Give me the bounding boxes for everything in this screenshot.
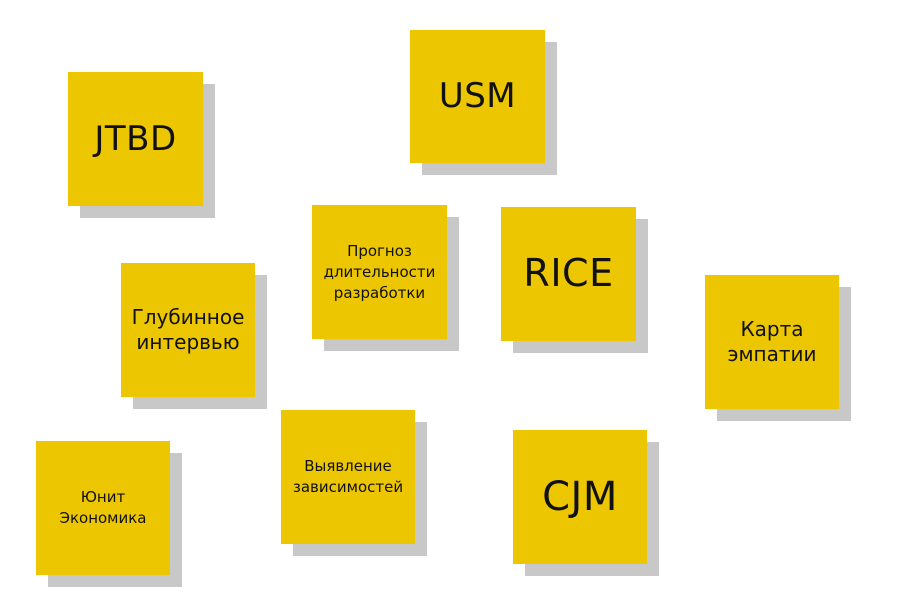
sticker-dependency-detection: Выявление зависимостей — [281, 410, 415, 544]
sticker-label: CJM — [542, 474, 618, 520]
sticker-label: Глубинное интервью — [131, 305, 245, 354]
sticker-label: Выявление зависимостей — [292, 457, 404, 496]
sticker-rice: RICE — [501, 207, 636, 341]
sticker-unit-economics: Юнит Экономика — [36, 441, 170, 575]
sticker-in-depth-interview: Глубинное интервью — [121, 263, 255, 397]
sticker-label: USM — [438, 76, 517, 117]
sticker-label: Юнит Экономика — [59, 488, 147, 527]
sticker-jtbd: JTBD — [68, 72, 203, 206]
sticker-label: Прогноз длительности разработки — [323, 241, 436, 302]
sticker-label: JTBD — [94, 118, 177, 159]
sticker-development-forecast: Прогноз длительности разработки — [312, 205, 447, 339]
sticker-cjm: CJM — [513, 430, 647, 564]
sticker-usm: USM — [410, 30, 545, 163]
sticker-empathy-map: Карта эмпатии — [705, 275, 839, 409]
sticker-label: RICE — [523, 251, 614, 296]
sticker-label: Карта эмпатии — [727, 317, 817, 366]
